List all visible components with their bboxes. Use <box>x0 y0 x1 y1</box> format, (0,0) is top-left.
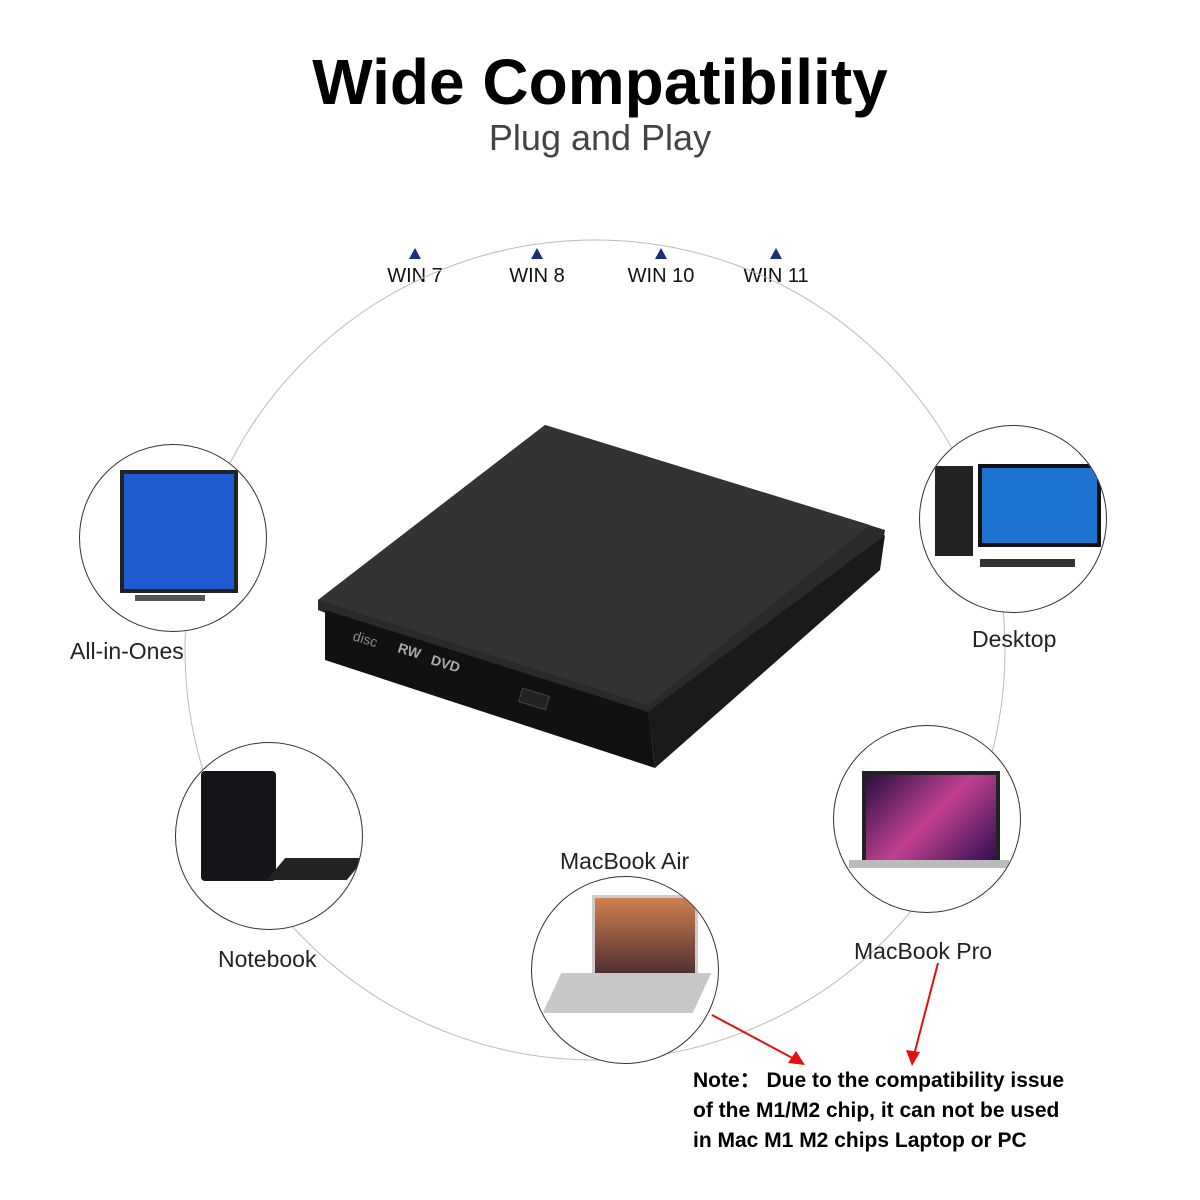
triangle-icon <box>770 248 782 259</box>
triangle-icon <box>409 248 421 259</box>
note-line: in Mac M1 M2 chips Laptop or PC <box>693 1129 1027 1152</box>
device-macbook-pro <box>833 725 1021 913</box>
svg-text:RW: RW <box>396 640 423 662</box>
arrow-to-note-air <box>711 1014 801 1063</box>
arrow-to-note-pro <box>913 962 939 1056</box>
os-win7: WIN 7 <box>365 248 465 288</box>
dvd-drive-image: disc RW DVD <box>318 425 885 768</box>
os-win10: WIN 10 <box>611 248 711 288</box>
monitor-icon <box>978 464 1101 547</box>
device-label: Desktop <box>972 626 1057 652</box>
note-line: Due to the compatibility issue <box>760 1069 1065 1092</box>
os-label: WIN 10 <box>627 265 695 287</box>
device-label: Notebook <box>218 946 317 972</box>
os-label: WIN 11 <box>743 265 809 287</box>
os-win11: WIN 11 <box>726 248 826 288</box>
device-label: MacBook Pro <box>854 938 993 964</box>
note-prefix: Note： <box>693 1069 761 1092</box>
laptop-icon <box>201 771 276 881</box>
os-win8: WIN 8 <box>487 248 587 288</box>
monitor-icon <box>120 470 238 593</box>
svg-text:disc: disc <box>351 628 379 651</box>
compatibility-note: Note： Due to the compatibility issue of … <box>693 1066 1064 1156</box>
laptop-icon <box>592 895 698 976</box>
device-notebook <box>175 742 363 930</box>
triangle-icon <box>531 248 543 259</box>
tower-icon <box>935 466 973 556</box>
device-label: MacBook Air <box>560 848 690 874</box>
note-line: of the M1/M2 chip, it can not be used <box>693 1099 1060 1122</box>
os-label: WIN 7 <box>387 265 443 287</box>
orbit-ring <box>184 239 1006 1061</box>
device-desktop <box>919 425 1107 613</box>
os-label: WIN 8 <box>509 265 565 287</box>
page-title: Wide Compatibility <box>312 46 888 118</box>
laptop-icon <box>862 771 1000 864</box>
page-subtitle: Plug and Play <box>488 117 712 158</box>
device-all-in-one <box>79 444 267 632</box>
device-label: All-in-Ones <box>70 638 184 664</box>
device-macbook-air <box>531 876 719 1064</box>
triangle-icon <box>655 248 667 259</box>
